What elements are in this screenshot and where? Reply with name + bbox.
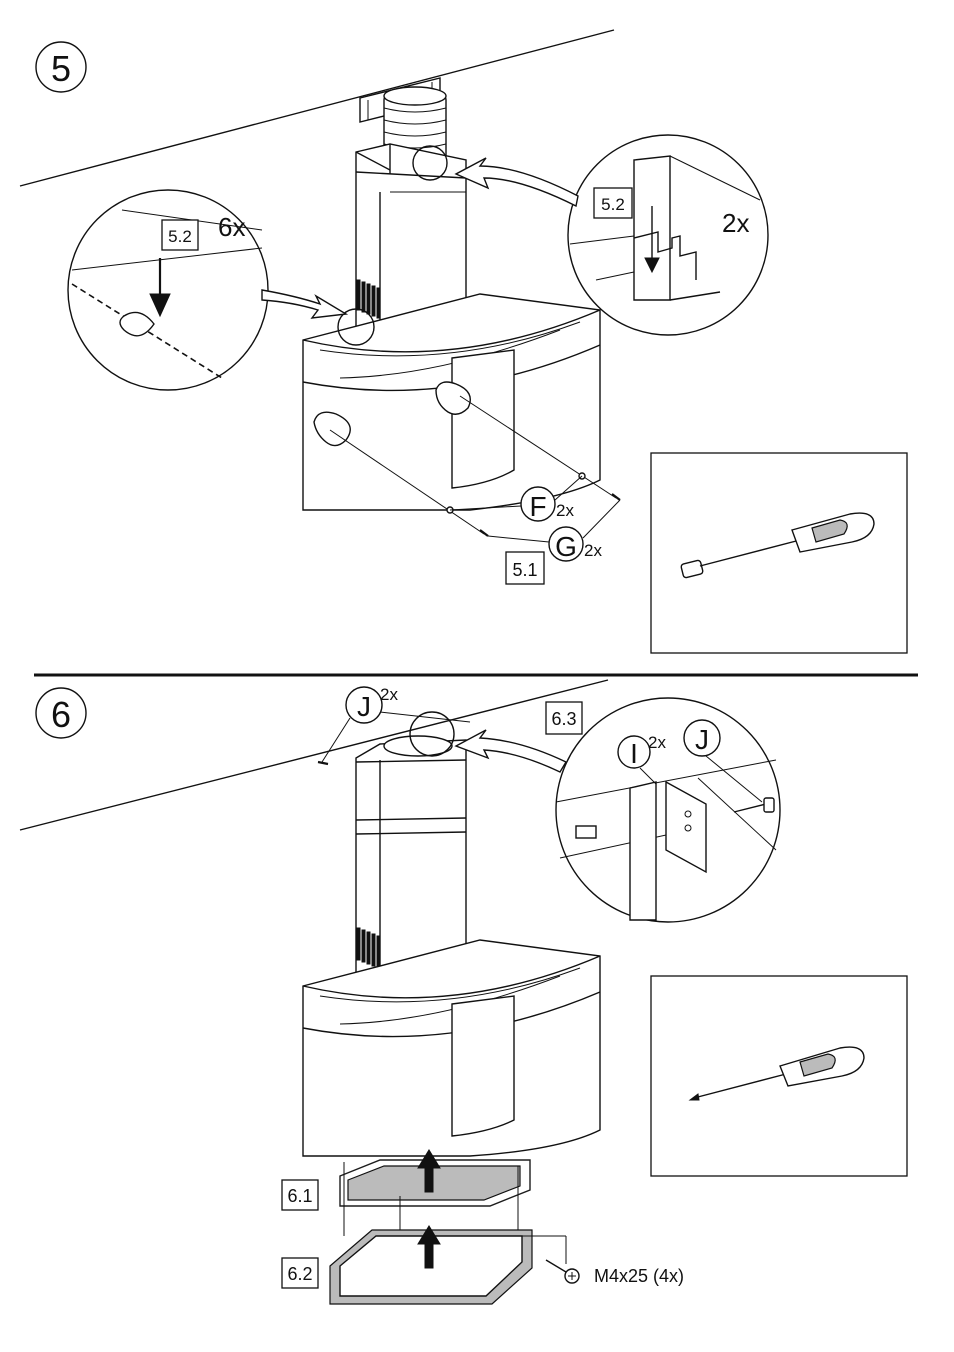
substep-label-box <box>505 551 545 585</box>
ceiling-line <box>19 29 615 187</box>
glass-panel <box>451 349 515 489</box>
part-f-quantity: 2x <box>556 501 574 520</box>
substep-label-box <box>161 219 199 251</box>
substep-5-2-label: 5.2 <box>168 227 192 246</box>
tool-box-step-6 <box>650 975 908 1177</box>
part-g-letter: G <box>555 531 577 562</box>
hood-body <box>302 939 601 1157</box>
step-6-section: 6 <box>19 679 908 1305</box>
grease-filter <box>339 1149 531 1270</box>
arrow-to-duct-icon <box>454 157 579 208</box>
tool-box-step-5 <box>650 452 908 654</box>
arrow-up-icon <box>417 1225 441 1269</box>
part-j-detail-letter: J <box>695 724 709 755</box>
step-6-badge: 6 <box>35 687 87 739</box>
detail-view-right: I 2x J <box>555 697 781 923</box>
part-i-quantity: 2x <box>648 733 666 752</box>
substep-5-1-label: 5.1 <box>512 560 537 580</box>
arrow-to-chimney-icon <box>261 289 349 319</box>
mounting-hole-right <box>435 381 471 415</box>
screw-icon <box>733 797 775 813</box>
substep-6-2-label: 6.2 <box>287 1264 312 1284</box>
screw-spec-label: M4x25 (4x) <box>594 1266 684 1286</box>
step-5-badge: 5 <box>35 41 87 93</box>
substep-6-1-label: 6.1 <box>287 1186 312 1206</box>
substep-6-3-label: 6.3 <box>551 709 576 729</box>
step-number: 5 <box>51 48 71 89</box>
quantity-label: 6x <box>218 212 245 242</box>
chimney-cover <box>355 735 467 991</box>
detail-view-right: 5.2 2x <box>567 134 769 336</box>
part-i-letter: I <box>630 738 638 769</box>
detail-view-left: 5.2 6x <box>67 189 269 391</box>
glass-panel <box>451 995 515 1137</box>
arrow-down-icon <box>644 206 660 274</box>
hood-body <box>302 293 621 537</box>
substep-label-box <box>281 1179 319 1211</box>
part-f-letter: F <box>529 491 546 522</box>
part-g-callout: G 2x <box>487 499 621 562</box>
part-j-callout: J 2x <box>317 685 471 766</box>
callout-circle-left <box>337 308 375 346</box>
step-5-section: 5 <box>19 29 908 654</box>
part-g-quantity: 2x <box>584 541 602 560</box>
callout-circle-top <box>409 711 455 757</box>
arrow-to-detail-icon <box>454 729 567 773</box>
part-f-callout: F 2x <box>449 475 583 522</box>
screw-spec: M4x25 (4x) <box>520 1235 684 1286</box>
substep-5-2-label: 5.2 <box>601 195 625 214</box>
substep-label-box <box>593 187 633 219</box>
chimney-cover <box>355 143 467 347</box>
quantity-label: 2x <box>722 208 749 238</box>
chimney-vent-slots <box>356 927 381 969</box>
ceiling-line <box>19 679 609 831</box>
part-j-quantity: 2x <box>380 685 398 704</box>
carbon-filter <box>329 1225 533 1305</box>
arrow-down-icon <box>149 258 171 318</box>
substep-label-box <box>545 701 583 735</box>
chimney-vent-slots <box>356 279 381 319</box>
step-number: 6 <box>51 694 71 735</box>
arrow-up-icon <box>417 1149 441 1193</box>
callout-circle-top <box>412 145 448 181</box>
substep-label-box <box>281 1257 319 1289</box>
part-j-letter: J <box>357 691 371 722</box>
phillips-screwdriver-icon <box>688 1046 865 1101</box>
socket-driver-icon <box>680 512 875 579</box>
phillips-screw-icon <box>545 1259 580 1284</box>
